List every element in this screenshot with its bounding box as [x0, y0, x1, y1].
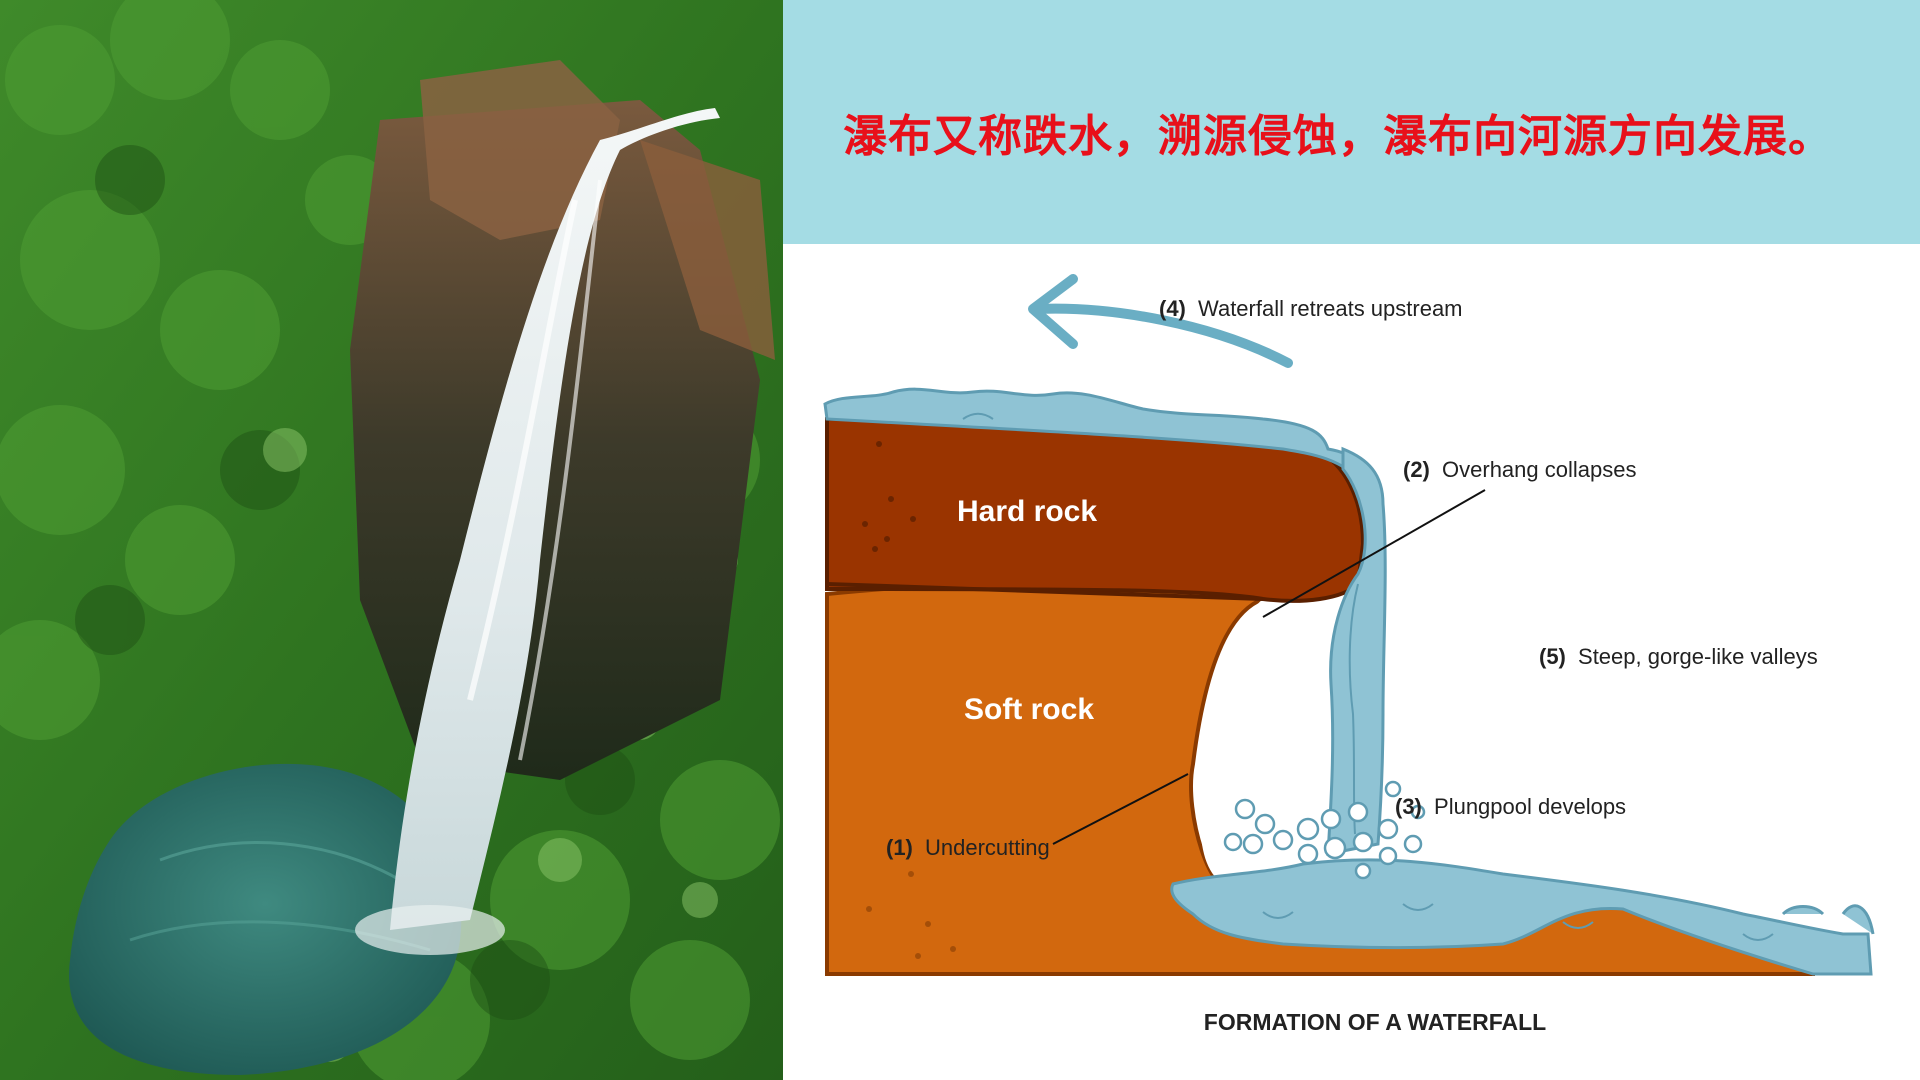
- hard-rock-label: Hard rock: [957, 495, 1097, 528]
- slide-title: 瀑布又称跌水，溯源侵蚀，瀑布向河源方向发展。: [843, 111, 1833, 162]
- step-text: Undercutting: [925, 835, 1050, 860]
- step-number: (1): [886, 835, 913, 860]
- waterfall-photo: [0, 0, 783, 1080]
- step-label-3: (3) Plungpool develops: [1395, 794, 1626, 819]
- step-text: Overhang collapses: [1442, 457, 1636, 482]
- upstream-river-water: [823, 387, 1376, 486]
- svg-text:(4) Waterfall retreats u: (4) Waterfall retreats upstream: [1159, 296, 1463, 321]
- step-number: (5): [1539, 644, 1566, 669]
- step-label-5: (5) Steep, gorge-like valleys: [1539, 644, 1818, 669]
- step-label-1: (1) Undercutting: [886, 835, 1050, 860]
- step-number: (2): [1403, 457, 1430, 482]
- plunge-foam-bubbles: [1223, 780, 1426, 880]
- title-panel: 瀑布又称跌水，溯源侵蚀，瀑布向河源方向发展。: [783, 0, 1920, 244]
- step-number: (3): [1395, 794, 1422, 819]
- waterfall-formation-diagram: Hard rock Soft rock (4) Waterfall retrea…: [823, 274, 1875, 1035]
- svg-text:(1) Undercutting: (1) Undercutting: [886, 835, 1050, 860]
- plunge-pool-water: [1170, 858, 1873, 976]
- rock-speckles: [862, 441, 916, 552]
- svg-text:(2) Overhang collapses: (2) Overhang collapses: [1403, 457, 1636, 482]
- retreat-arrow: [1033, 303, 1293, 368]
- step-text: Steep, gorge-like valleys: [1578, 644, 1818, 669]
- svg-text:(5) Steep, gorge-like va: (5) Steep, gorge-like valleys: [1539, 644, 1818, 669]
- leader-line-overhang: [1262, 489, 1486, 618]
- step-label-2: (2) Overhang collapses: [1403, 457, 1636, 482]
- water-ripples: [962, 412, 1774, 941]
- soft-rock-label: Soft rock: [964, 693, 1094, 726]
- step-text: Plungpool develops: [1434, 794, 1626, 819]
- diagram-caption: FORMATION OF A WATERFALL: [1204, 1009, 1546, 1035]
- soft-rock-speckles: [866, 871, 956, 959]
- step-number: (4): [1159, 296, 1186, 321]
- leader-line-undercutting: [1052, 773, 1189, 845]
- svg-text:(3) Plungpool develops: (3) Plungpool develops: [1395, 794, 1626, 819]
- step-text: Waterfall retreats upstream: [1198, 296, 1463, 321]
- step-label-4: (4) Waterfall retreats upstream: [1159, 296, 1463, 321]
